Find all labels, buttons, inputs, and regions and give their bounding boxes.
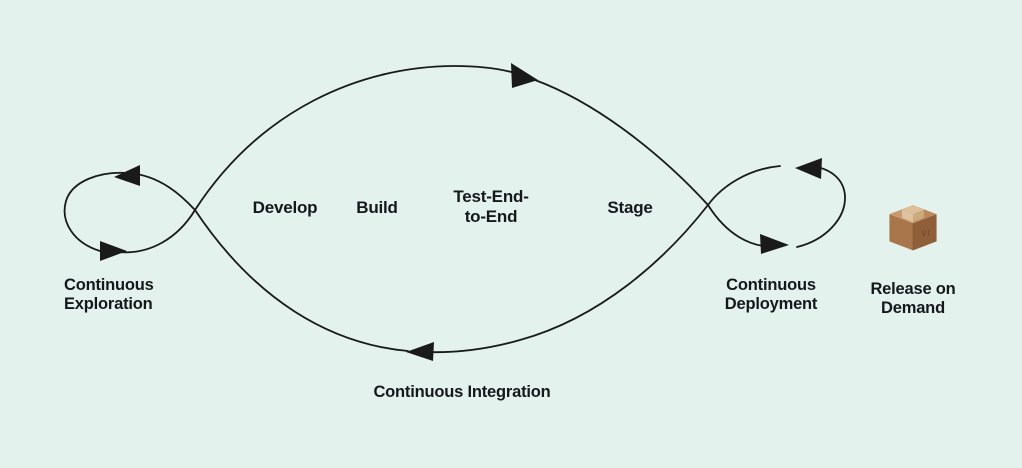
package-box-icon bbox=[884, 196, 942, 254]
top-curve-left-path bbox=[194, 65, 520, 211]
right-deployment-loop bbox=[707, 158, 846, 254]
bottom-curve-left-path bbox=[194, 209, 409, 352]
right-loop-upper-path bbox=[707, 165, 781, 206]
right-loop-top-arrow bbox=[795, 158, 822, 179]
right-loop-outer-path bbox=[796, 165, 846, 248]
bottom-pipeline-curve bbox=[194, 204, 709, 361]
left-loop-bottom-arrow bbox=[100, 241, 127, 261]
phase-label-release-on-demand: Release on Demand bbox=[870, 280, 956, 318]
left-loop-top-arrow bbox=[114, 165, 140, 186]
stage-label-build: Build bbox=[356, 198, 398, 217]
phase-label-continuous-integration: Continuous Integration bbox=[373, 383, 551, 401]
stage-label-test-end-to-end: Test-End- to-End bbox=[453, 187, 529, 227]
top-curve-arrow bbox=[511, 63, 538, 88]
top-curve-right-path bbox=[534, 79, 709, 206]
stage-label-stage: Stage bbox=[607, 198, 653, 217]
top-pipeline-curve bbox=[194, 63, 709, 211]
bottom-curve-right-path bbox=[424, 204, 709, 354]
left-exploration-loop bbox=[63, 165, 196, 261]
left-loop-lower-path bbox=[117, 209, 196, 254]
phase-label-continuous-exploration: Continuous Exploration bbox=[64, 276, 154, 314]
stage-label-develop: Develop bbox=[252, 198, 318, 217]
right-loop-bottom-arrow bbox=[760, 234, 789, 254]
phase-label-continuous-deployment: Continuous Deployment bbox=[724, 276, 818, 314]
bottom-curve-arrow bbox=[406, 342, 434, 361]
left-loop-outer-path bbox=[63, 171, 129, 252]
